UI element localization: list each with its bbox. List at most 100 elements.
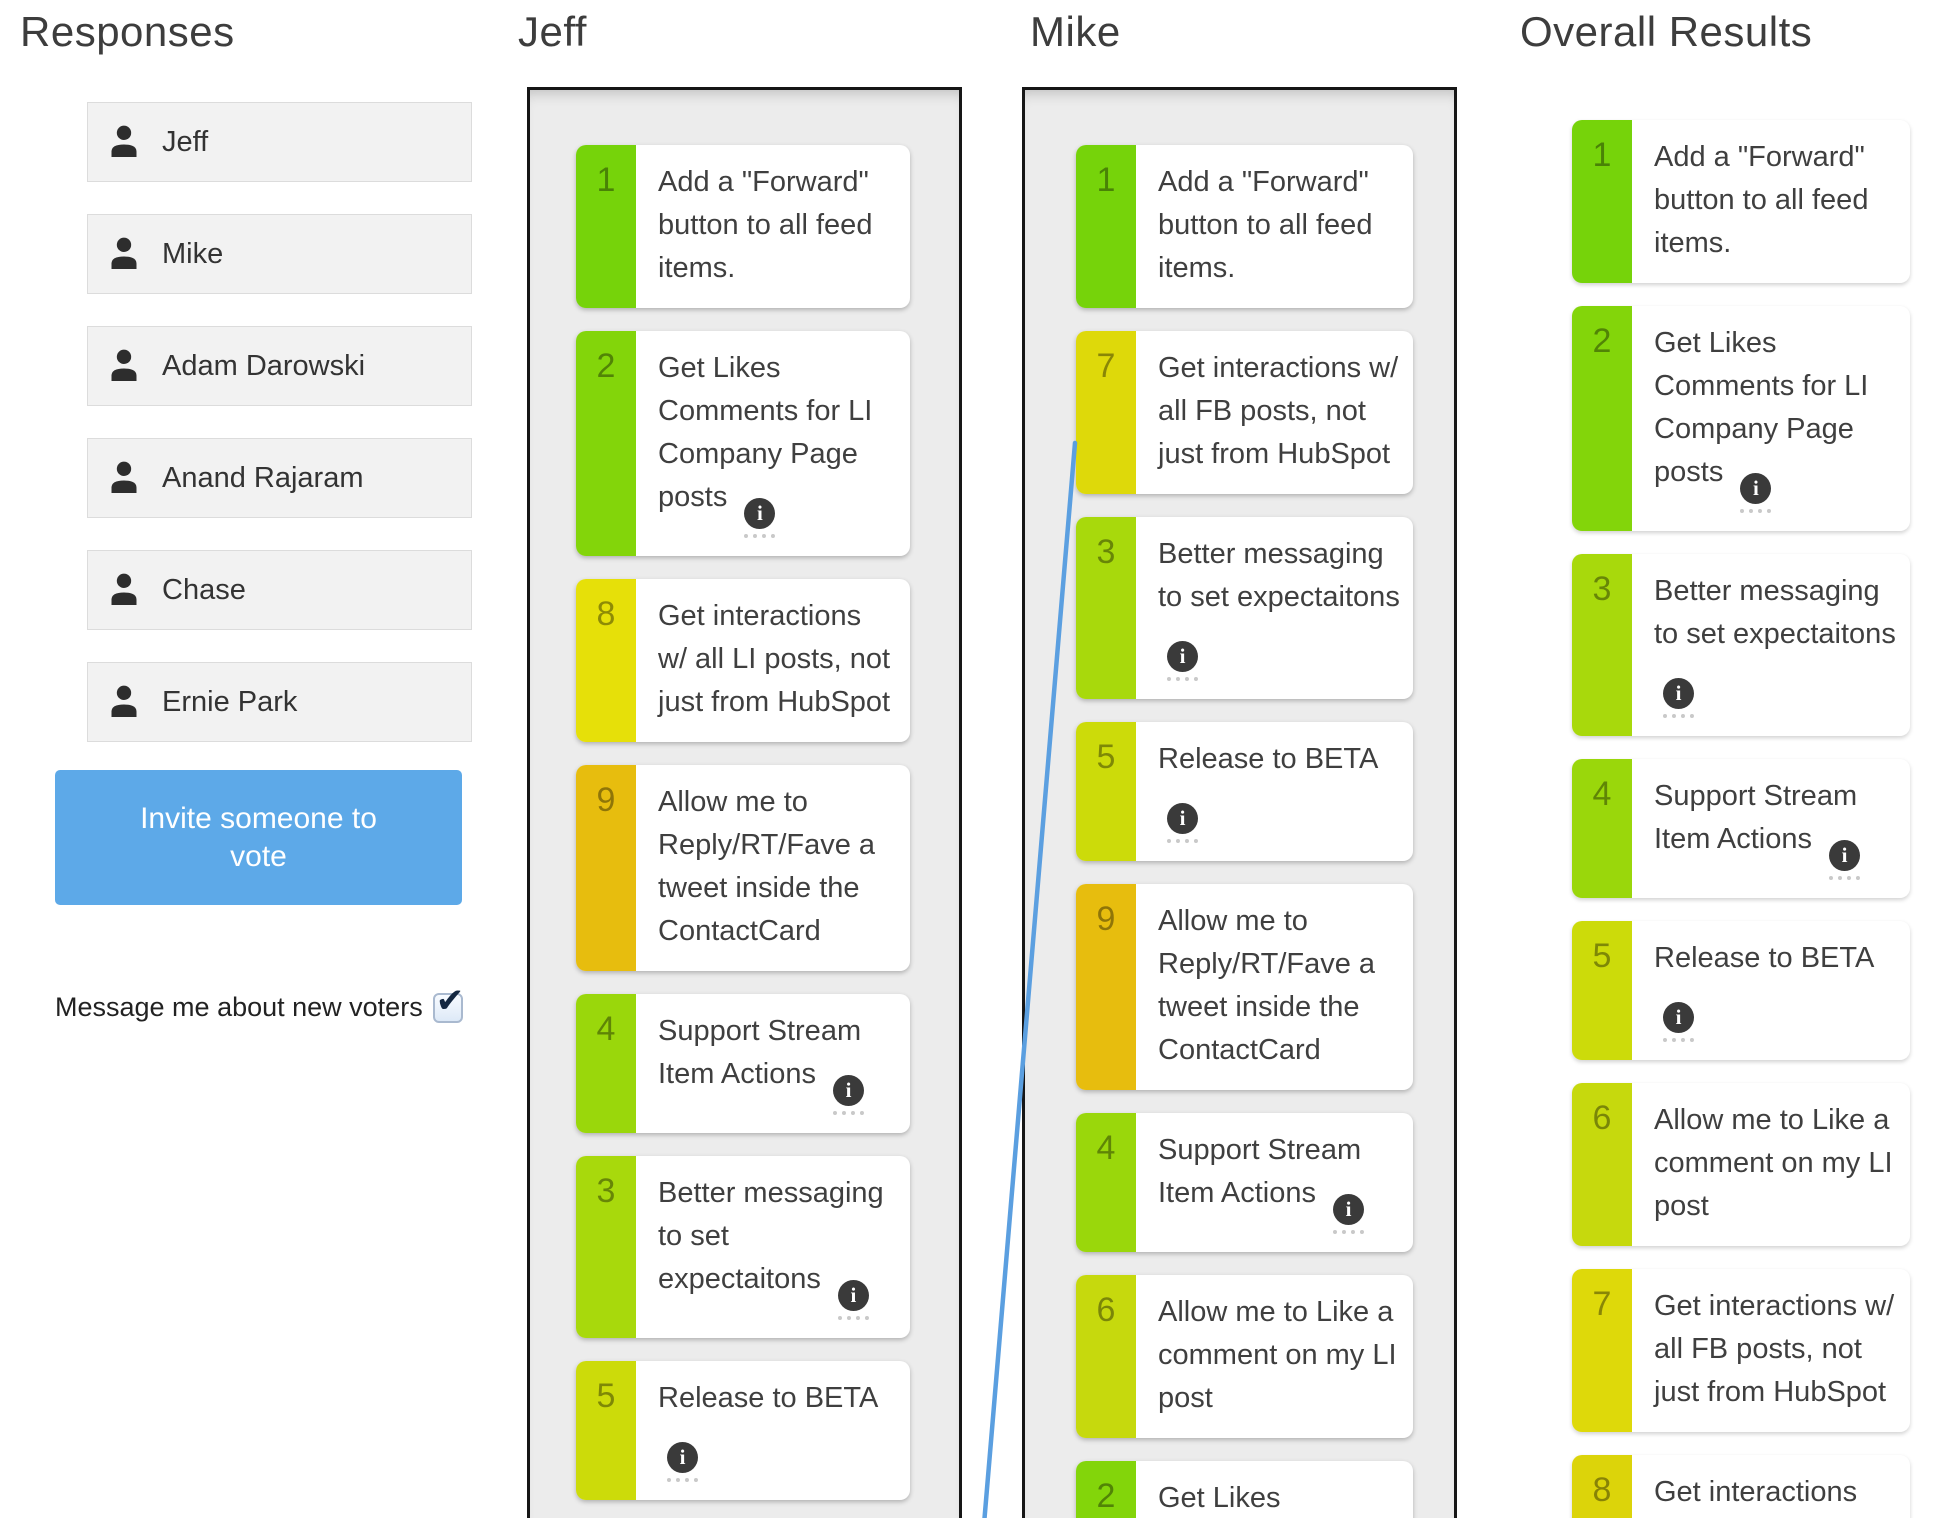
card-text: Better messaging to set expectaitons i	[1136, 517, 1413, 699]
rank-number: 2	[596, 347, 616, 385]
info-tooltip-trigger[interactable]: i	[1829, 840, 1861, 880]
rank-badge: 9	[1076, 884, 1136, 1090]
card-label: Better messaging to set expectaitons	[658, 1177, 884, 1295]
notify-checkbox[interactable]: ✔	[432, 982, 464, 1023]
vote-card[interactable]: 7 Get interactions w/ all FB posts, not …	[1076, 331, 1413, 494]
vote-card[interactable]: 5 Release to BETA i	[1572, 921, 1910, 1060]
rank-number: 3	[1592, 570, 1612, 608]
vote-card[interactable]: 8 Get interactions	[1572, 1455, 1910, 1518]
person-icon	[111, 573, 137, 605]
info-tooltip-trigger[interactable]: i	[1663, 678, 1694, 718]
vote-card[interactable]: 5 Release to BETA i	[1076, 722, 1413, 861]
rank-badge: 8	[1572, 1455, 1632, 1518]
rank-number: 9	[1096, 900, 1116, 938]
vote-card[interactable]: 1 Add a "Forward" button to all feed ite…	[576, 145, 910, 308]
card-text: Support Stream Item Actions i	[1136, 1113, 1413, 1252]
rank-badge: 3	[1572, 554, 1632, 736]
info-tooltip-trigger[interactable]: i	[833, 1075, 865, 1115]
vote-card[interactable]: 2 Get Likes Comments for LI Company Page…	[576, 331, 910, 556]
rank-badge: 4	[576, 994, 636, 1133]
card-text: Release to BETA i	[1632, 921, 1910, 1060]
card-text: Release to BETA i	[636, 1361, 910, 1500]
info-tooltip-trigger[interactable]: i	[1663, 1002, 1694, 1042]
rank-badge: 5	[1076, 722, 1136, 861]
overall-results-list: 1 Add a "Forward" button to all feed ite…	[1572, 120, 1910, 1518]
voter-row[interactable]: Mike	[87, 214, 472, 294]
card-text: Get Likes	[1136, 1461, 1293, 1518]
info-tooltip-trigger[interactable]: i	[1740, 473, 1772, 513]
rank-number: 8	[596, 595, 616, 633]
vote-card[interactable]: 3 Better messaging to set expectaitons i	[1076, 517, 1413, 699]
rank-number: 2	[1096, 1477, 1116, 1515]
voter-list: Jeff Mike Adam Darowski Anand Rajaram Ch…	[87, 102, 472, 774]
rank-badge: 4	[1572, 759, 1632, 898]
voter-row[interactable]: Jeff	[87, 102, 472, 182]
voter-column-box: 1 Add a "Forward" button to all feed ite…	[1022, 87, 1457, 1518]
info-tooltip-trigger[interactable]: i	[1333, 1194, 1365, 1234]
rank-badge: 2	[1076, 1461, 1136, 1518]
rank-number: 7	[1096, 347, 1116, 385]
card-label: Allow me to Like a comment on my LI post	[1654, 1104, 1893, 1222]
voter-column-title: Jeff	[518, 8, 587, 55]
info-tooltip-trigger[interactable]: i	[837, 1280, 869, 1320]
card-text: Allow me to Like a comment on my LI post	[1136, 1275, 1413, 1438]
person-icon	[111, 125, 137, 157]
voter-name: Mike	[162, 237, 224, 270]
vote-card[interactable]: 4 Support Stream Item Actions i	[1076, 1113, 1413, 1252]
card-label: Support Stream Item Actions	[1654, 780, 1858, 855]
vote-card[interactable]: 4 Support Stream Item Actions i	[576, 994, 910, 1133]
vote-card[interactable]: 8 Get interactions w/ all LI posts, not …	[576, 579, 910, 742]
vote-card[interactable]: 1 Add a "Forward" button to all feed ite…	[1572, 120, 1910, 283]
info-icon: i	[1829, 840, 1861, 871]
card-label: Get Likes Comments for LI Company Page p…	[1654, 327, 1869, 488]
rank-badge: 8	[576, 579, 636, 742]
invite-button[interactable]: Invite someone to vote	[55, 770, 462, 905]
rank-badge: 7	[1572, 1269, 1632, 1432]
card-label: Add a "Forward" button to all feed items…	[1158, 166, 1373, 284]
rank-badge: 2	[1572, 306, 1632, 531]
vote-card[interactable]: 9 Allow me to Reply/RT/Fave a tweet insi…	[1076, 884, 1413, 1090]
vote-card[interactable]: 4 Support Stream Item Actions i	[1572, 759, 1910, 898]
vote-card[interactable]: 3 Better messaging to set expectaitons i	[576, 1156, 910, 1338]
rank-number: 8	[1592, 1471, 1612, 1509]
person-icon	[111, 349, 137, 381]
vote-card[interactable]: 9 Allow me to Reply/RT/Fave a tweet insi…	[576, 765, 910, 971]
voter-row[interactable]: Adam Darowski	[87, 326, 472, 406]
vote-card[interactable]: 6 Allow me to Like a comment on my LI po…	[1076, 1275, 1413, 1438]
card-text: Allow me to Reply/RT/Fave a tweet inside…	[1136, 884, 1413, 1090]
rank-badge: 6	[1076, 1275, 1136, 1438]
card-label: Add a "Forward" button to all feed items…	[658, 166, 873, 284]
rank-number: 6	[1592, 1099, 1612, 1137]
vote-card[interactable]: 2 Get Likes Comments for LI Company Page…	[1572, 306, 1910, 531]
vote-card[interactable]: 6 Allow me to Like a comment on my LI po…	[1572, 1083, 1910, 1246]
card-label: Get interactions w/ all FB posts, not ju…	[1654, 1290, 1895, 1408]
voter-row[interactable]: Ernie Park	[87, 662, 472, 742]
vote-card[interactable]: 2 Get Likes	[1076, 1461, 1413, 1518]
vote-card[interactable]: 5 Release to BETA i	[576, 1361, 910, 1500]
info-tooltip-trigger[interactable]: i	[1167, 803, 1198, 843]
vote-card[interactable]: 3 Better messaging to set expectaitons i	[1572, 554, 1910, 736]
voter-row[interactable]: Chase	[87, 550, 472, 630]
rank-badge: 1	[576, 145, 636, 308]
rank-number: 4	[596, 1010, 616, 1048]
rank-badge: 3	[576, 1156, 636, 1338]
card-text: Add a "Forward" button to all feed items…	[636, 145, 910, 308]
info-tooltip-trigger[interactable]: i	[1167, 641, 1198, 681]
vote-card[interactable]: 7 Get interactions w/ all FB posts, not …	[1572, 1269, 1910, 1432]
info-tooltip-trigger[interactable]: i	[744, 498, 776, 538]
voter-row[interactable]: Anand Rajaram	[87, 438, 472, 518]
notify-row: Message me about new voters ✔	[55, 982, 464, 1023]
card-label: Support Stream Item Actions	[658, 1015, 862, 1090]
responses-title: Responses	[20, 8, 235, 55]
info-tooltip-trigger[interactable]: i	[667, 1442, 698, 1482]
card-text: Support Stream Item Actions i	[1632, 759, 1910, 898]
rank-number: 6	[1096, 1291, 1116, 1329]
card-text: Get interactions	[1632, 1455, 1869, 1518]
card-label: Support Stream Item Actions	[1158, 1134, 1362, 1209]
card-text: Support Stream Item Actions i	[636, 994, 910, 1133]
vote-card[interactable]: 1 Add a "Forward" button to all feed ite…	[1076, 145, 1413, 308]
notify-label: Message me about new voters	[55, 992, 423, 1022]
overall-results-title: Overall Results	[1520, 8, 1813, 55]
card-label: Release to BETA	[1158, 743, 1377, 775]
